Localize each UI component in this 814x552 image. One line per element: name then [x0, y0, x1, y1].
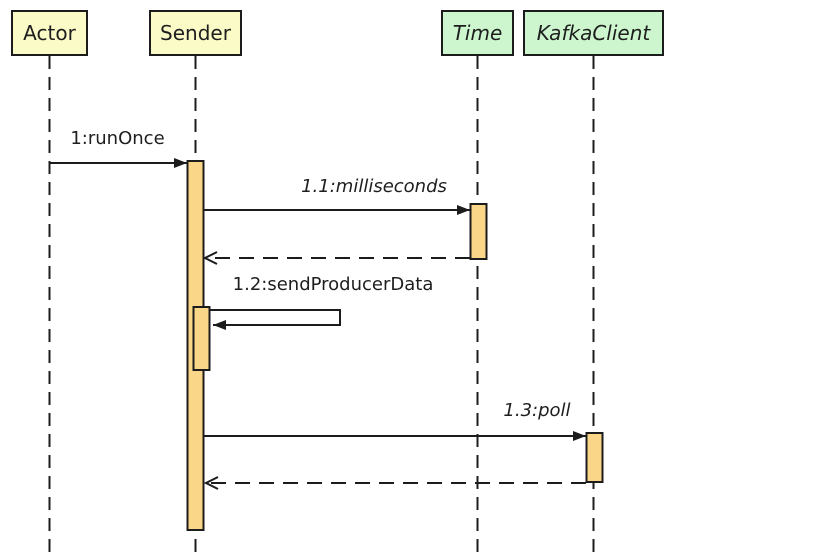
- message-label-poll: 1.3:poll: [503, 400, 571, 421]
- activation-kafkaclient: [585, 432, 604, 483]
- message-label-milliseconds: 1.1:milliseconds: [301, 176, 447, 197]
- participant-sender-label: Sender: [160, 21, 231, 45]
- participant-kafkaclient-label: KafkaClient: [536, 21, 651, 45]
- participant-time: Time: [441, 10, 514, 56]
- participant-kafkaclient: KafkaClient: [523, 10, 664, 56]
- activation-time: [469, 203, 488, 260]
- message-label-sendproducerdata: 1.2:sendProducerData: [232, 274, 434, 295]
- participant-sender: Sender: [149, 10, 242, 56]
- participant-actor-label: Actor: [23, 21, 76, 45]
- participant-actor: Actor: [11, 10, 88, 56]
- activation-sender-nested: [192, 306, 211, 371]
- arrow-sendproducerdata: [210, 309, 341, 330]
- participant-time-label: Time: [452, 21, 503, 45]
- message-label-runonce: 1:runOnce: [70, 128, 165, 149]
